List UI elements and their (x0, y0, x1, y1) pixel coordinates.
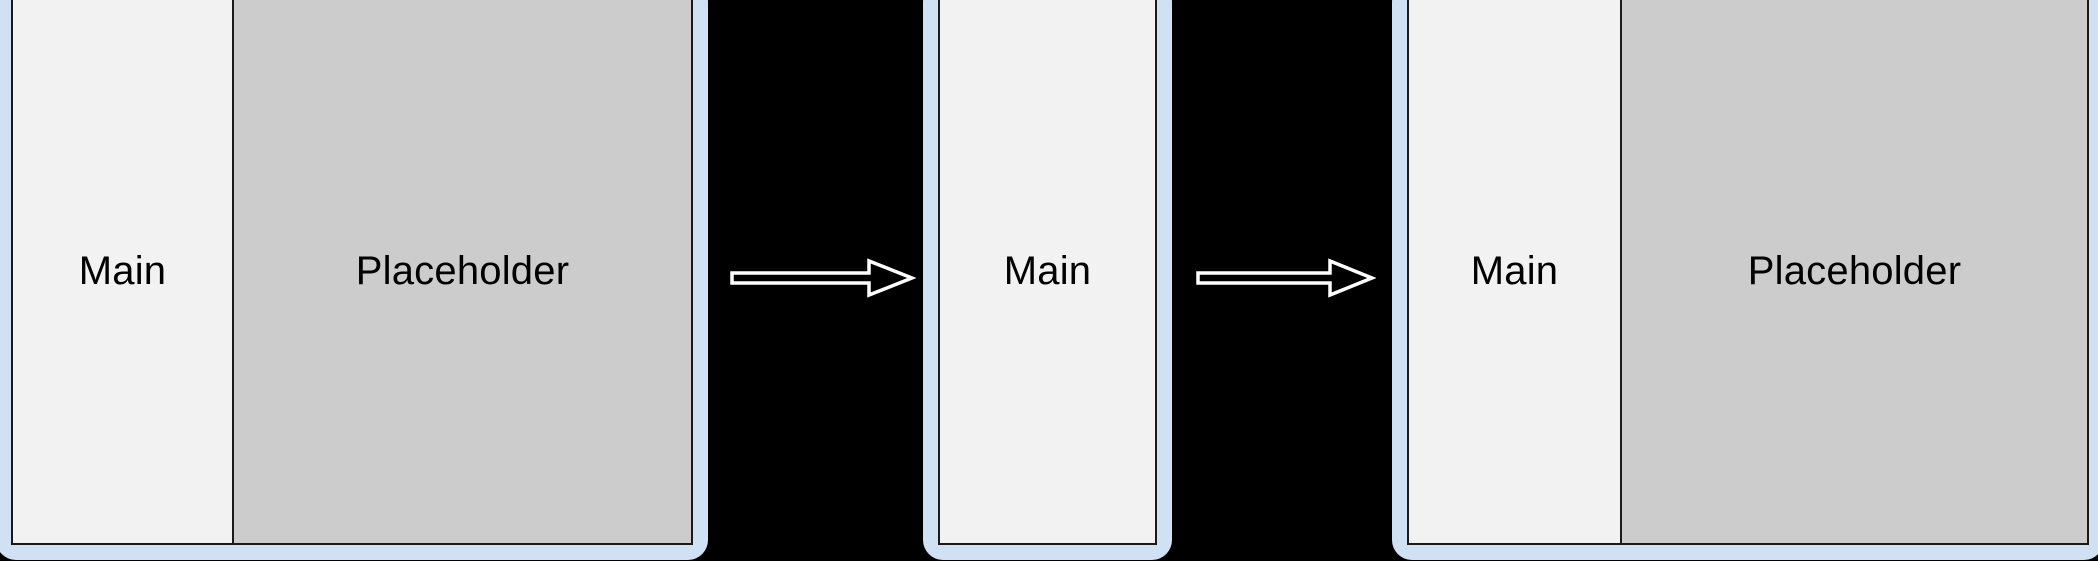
window-split-view[interactable]: Main Placeholder (0, 0, 708, 560)
window-content-area: Main (938, 0, 1157, 545)
pane-main[interactable]: Main (940, 0, 1155, 543)
window-split-view-restored[interactable]: Main Placeholder (1392, 0, 2098, 560)
pane-main-label: Main (1003, 249, 1092, 293)
window-compact-view[interactable]: Main (923, 0, 1172, 560)
arrow-right-icon (1196, 252, 1376, 304)
pane-placeholder-label: Placeholder (1747, 249, 1962, 293)
pane-main-label: Main (78, 249, 167, 293)
pane-main[interactable]: Main (13, 0, 232, 543)
pane-main[interactable]: Main (1409, 0, 1620, 543)
pane-placeholder[interactable]: Placeholder (232, 0, 691, 543)
pane-placeholder-label: Placeholder (355, 249, 570, 293)
window-content-area: Main Placeholder (11, 0, 693, 545)
pane-main-label: Main (1470, 249, 1559, 293)
arrow-right-icon (730, 252, 916, 304)
pane-placeholder[interactable]: Placeholder (1620, 0, 2087, 543)
window-content-area: Main Placeholder (1407, 0, 2089, 545)
